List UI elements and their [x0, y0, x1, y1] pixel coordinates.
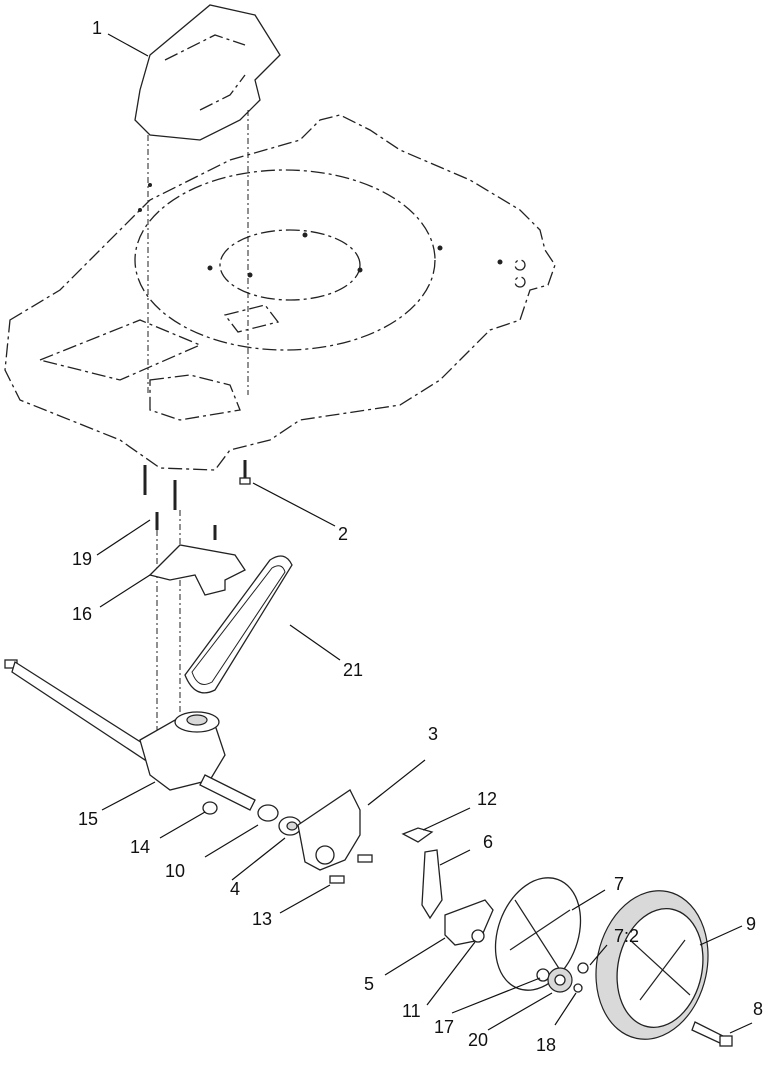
callout-6: 6 — [483, 832, 493, 852]
callout-15: 15 — [78, 809, 98, 829]
callout-5: 5 — [364, 974, 374, 994]
callout-1: 1 — [92, 18, 102, 38]
callout-21: 21 — [343, 660, 363, 680]
part-14-nut — [202, 801, 218, 815]
callout-9: 9 — [746, 914, 756, 934]
callout-2: 2 — [338, 524, 348, 544]
callout-4: 4 — [230, 879, 240, 899]
callout-16: 16 — [72, 604, 92, 624]
part-12-clip — [401, 827, 434, 843]
part-6-arm — [421, 849, 443, 920]
part-21-belt — [184, 555, 293, 694]
part-7-2-washer — [577, 962, 589, 974]
mower-deck — [4, 114, 556, 471]
callout-18: 18 — [536, 1035, 556, 1055]
callout-14: 14 — [130, 837, 150, 857]
part-15-transmission — [4, 659, 256, 811]
part-11-spring — [471, 929, 485, 943]
callout-17: 17 — [434, 1017, 454, 1037]
leader-lines — [96, 33, 753, 1034]
callout-13: 13 — [252, 909, 272, 929]
part-2-bolt — [239, 460, 251, 485]
callout-7: 7 — [614, 874, 624, 894]
callout-10: 10 — [165, 861, 185, 881]
part-1-grip-cover — [134, 4, 281, 141]
part-16-bracket — [148, 544, 246, 596]
part-4-bushing — [278, 816, 302, 836]
part-10-bearing — [257, 804, 279, 822]
callout-labels: 1 2 3 4 5 6 7 7:2 8 9 10 11 12 13 14 15 … — [72, 18, 763, 1055]
part-7-hubcap — [494, 877, 582, 991]
part-19-bolts — [143, 465, 217, 540]
callout-7-2: 7:2 — [614, 926, 639, 946]
part-18-nut — [573, 983, 583, 993]
callout-11: 11 — [402, 1001, 421, 1021]
callout-8: 8 — [753, 999, 763, 1019]
callout-19: 19 — [72, 549, 92, 569]
part-13-screws — [329, 854, 373, 884]
callout-20: 20 — [468, 1030, 488, 1050]
part-17-washer — [536, 968, 550, 982]
part-9-wheel — [595, 890, 709, 1040]
part-5-height-bracket — [444, 899, 494, 946]
callout-3: 3 — [428, 724, 438, 744]
part-20-gear — [547, 967, 573, 993]
callout-12: 12 — [477, 789, 497, 809]
part-3-plate — [297, 789, 361, 871]
part-8-bolt — [691, 1021, 733, 1047]
